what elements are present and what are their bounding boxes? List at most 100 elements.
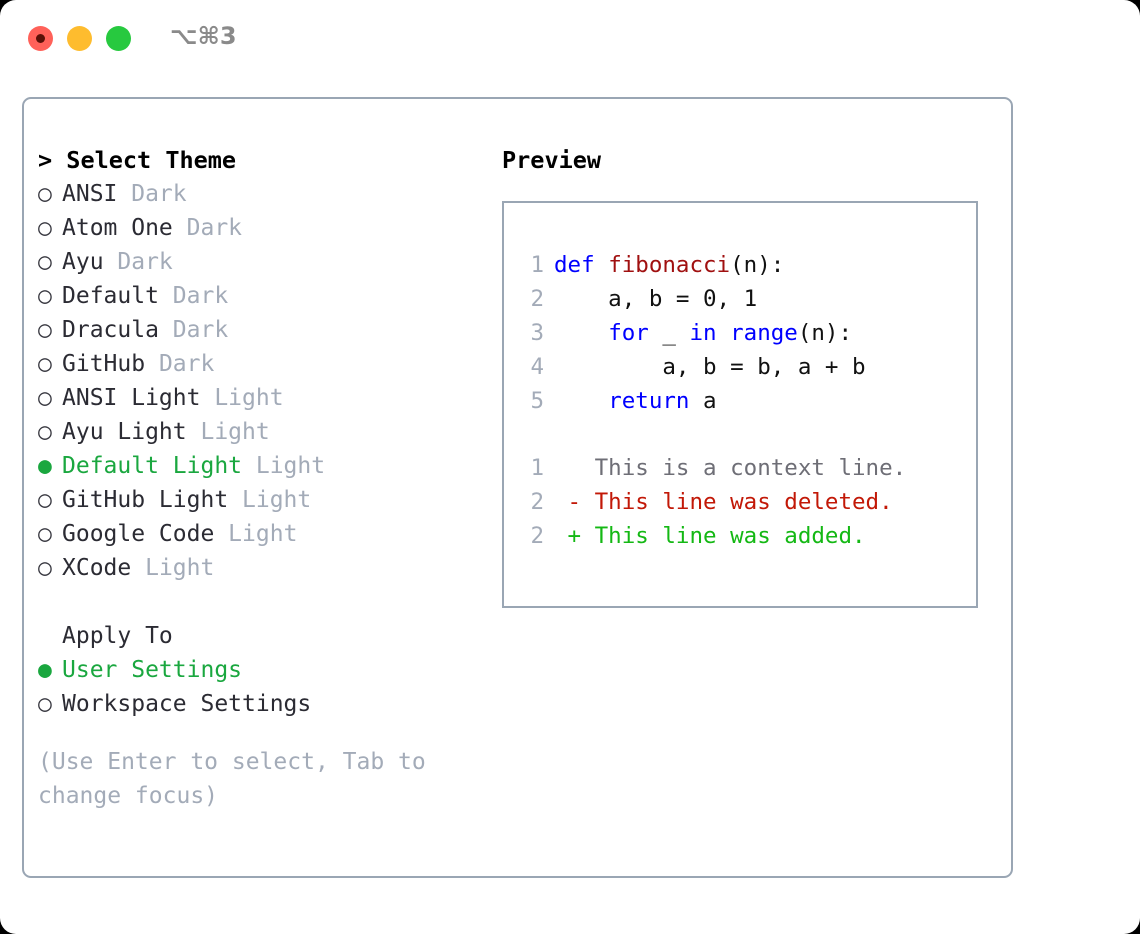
diff-line: 1 This is a context line. — [520, 451, 906, 485]
theme-name: Atom One — [62, 215, 173, 241]
theme-name: Dracula — [62, 317, 159, 343]
line-number: 2 — [530, 523, 544, 549]
code-token: a, b = 0, 1 — [554, 286, 758, 312]
theme-list-item[interactable]: ○ ANSI Light Light — [38, 381, 498, 415]
line-number: 4 — [530, 354, 544, 380]
keyboard-shortcut-label: ⌥⌘3 — [170, 22, 237, 50]
code-token: range — [730, 320, 798, 346]
code-line: 2 a, b = 0, 1 — [520, 282, 866, 316]
radio-empty-icon[interactable]: ○ — [38, 385, 52, 411]
code-token: _ — [648, 320, 690, 346]
apply-to-label: Workspace Settings — [62, 691, 312, 717]
line-number: 2 — [530, 286, 544, 312]
code-token: def — [554, 252, 609, 278]
theme-variant-tag: Dark — [145, 351, 215, 377]
preview-title: Preview — [502, 146, 602, 174]
code-token — [554, 388, 608, 414]
apply-to-item[interactable]: ● User Settings — [38, 653, 498, 687]
theme-list-item[interactable]: ○ GitHub Dark — [38, 347, 498, 381]
dialog-panel: > Select Theme ○ANSI Dark○Atom One Dark○… — [22, 97, 1013, 878]
minimize-button[interactable] — [67, 26, 92, 51]
radio-empty-icon[interactable]: ○ — [38, 181, 52, 207]
close-button[interactable] — [28, 26, 53, 51]
diff-text: + This line was added. — [554, 523, 866, 549]
line-number: 1 — [530, 455, 544, 481]
radio-empty-icon[interactable]: ○ — [38, 555, 52, 581]
code-token: fibonacci — [608, 252, 731, 278]
diff-text: - This line was deleted. — [554, 489, 893, 515]
theme-name: Default — [62, 283, 159, 309]
theme-variant-tag: Light — [214, 521, 298, 547]
theme-variant-tag: Dark — [172, 215, 243, 241]
line-number: 3 — [530, 320, 544, 346]
code-token: for — [608, 320, 649, 346]
code-line: 4 a, b = b, a + b — [520, 350, 866, 384]
code-line: 5 return a — [520, 384, 866, 418]
theme-name: XCode — [62, 555, 132, 581]
code-line: 1 def fibonacci(n): — [520, 248, 866, 282]
diff-text: This is a context line. — [554, 455, 907, 481]
line-number: 1 — [530, 252, 544, 278]
theme-variant-tag: Dark — [117, 181, 187, 207]
code-token: (n): — [730, 252, 785, 278]
theme-list-item[interactable]: ○Ayu Dark — [38, 245, 498, 279]
theme-name: ANSI — [62, 181, 118, 207]
theme-list-item[interactable]: ○ XCode Light — [38, 551, 498, 585]
apply-to-header: Apply To — [62, 623, 173, 649]
theme-name: Google Code — [62, 521, 215, 547]
diff-line: 2 - This line was deleted. — [520, 485, 906, 519]
theme-variant-tag: Dark — [158, 317, 229, 343]
diff-line: 2 + This line was added. — [520, 519, 906, 553]
theme-list: ○ANSI Dark○Atom One Dark○Ayu Dark○Defaul… — [38, 177, 498, 585]
code-token: a — [689, 388, 717, 414]
code-token: (n): — [797, 320, 853, 346]
radio-empty-icon[interactable]: ○ — [38, 521, 52, 547]
theme-list-item[interactable]: ○ Google Code Light — [38, 517, 498, 551]
theme-list-item[interactable]: ○ Atom One Dark — [38, 211, 498, 245]
theme-variant-tag: Light — [131, 555, 215, 581]
theme-variant-tag: Dark — [158, 283, 229, 309]
maximize-button[interactable] — [106, 26, 131, 51]
code-token: a, b = b, a + b — [554, 354, 866, 380]
theme-name: Ayu Light — [62, 419, 187, 445]
theme-name: GitHub Light — [62, 487, 229, 513]
theme-list-item[interactable]: ○ Default Dark — [38, 279, 498, 313]
select-theme-header: > Select Theme — [38, 146, 237, 174]
list-gap — [38, 585, 498, 619]
title-bar: ⌥⌘3 — [0, 0, 1140, 78]
radio-empty-icon[interactable]: ○ — [38, 317, 52, 343]
code-token — [554, 320, 608, 346]
radio-empty-icon[interactable]: ○ — [38, 691, 52, 717]
apply-to-item[interactable]: ○ Workspace Settings — [38, 687, 498, 721]
radio-empty-icon[interactable]: ○ — [38, 249, 52, 275]
theme-variant-tag: Light — [200, 385, 284, 411]
theme-list-item[interactable]: ○ Ayu Light Light — [38, 415, 498, 449]
theme-list-item[interactable]: ○ ANSI Dark — [38, 177, 498, 211]
radio-selected-icon[interactable]: ● — [38, 657, 52, 683]
radio-empty-icon[interactable]: ○ — [38, 487, 52, 513]
radio-empty-icon[interactable]: ○ — [38, 351, 52, 377]
theme-variant-tag: Dark — [103, 249, 173, 275]
theme-list-item[interactable]: ○ GitHub Light Light — [38, 483, 498, 517]
radio-selected-icon[interactable]: ● — [38, 453, 52, 479]
theme-name: GitHub — [62, 351, 146, 377]
line-number: 5 — [530, 388, 544, 414]
window-controls — [28, 26, 131, 51]
radio-empty-icon[interactable]: ○ — [38, 215, 52, 241]
theme-name: ANSI Light — [62, 385, 201, 411]
theme-list-item[interactable]: ○ Dracula Dark — [38, 313, 498, 347]
code-line: 3 for _ in range(n): — [520, 316, 866, 350]
theme-list-item[interactable]: ●Default Light Light — [38, 449, 498, 483]
theme-variant-tag: Light — [186, 419, 270, 445]
code-token — [717, 320, 731, 346]
theme-variant-tag: Light — [228, 487, 312, 513]
radio-empty-icon[interactable]: ○ — [38, 283, 52, 309]
apply-to-label: User Settings — [62, 657, 243, 683]
radio-empty-icon[interactable]: ○ — [38, 419, 52, 445]
theme-name: Default Light — [62, 453, 243, 479]
diff-sample: 1 This is a context line.2 - This line w… — [520, 451, 906, 553]
